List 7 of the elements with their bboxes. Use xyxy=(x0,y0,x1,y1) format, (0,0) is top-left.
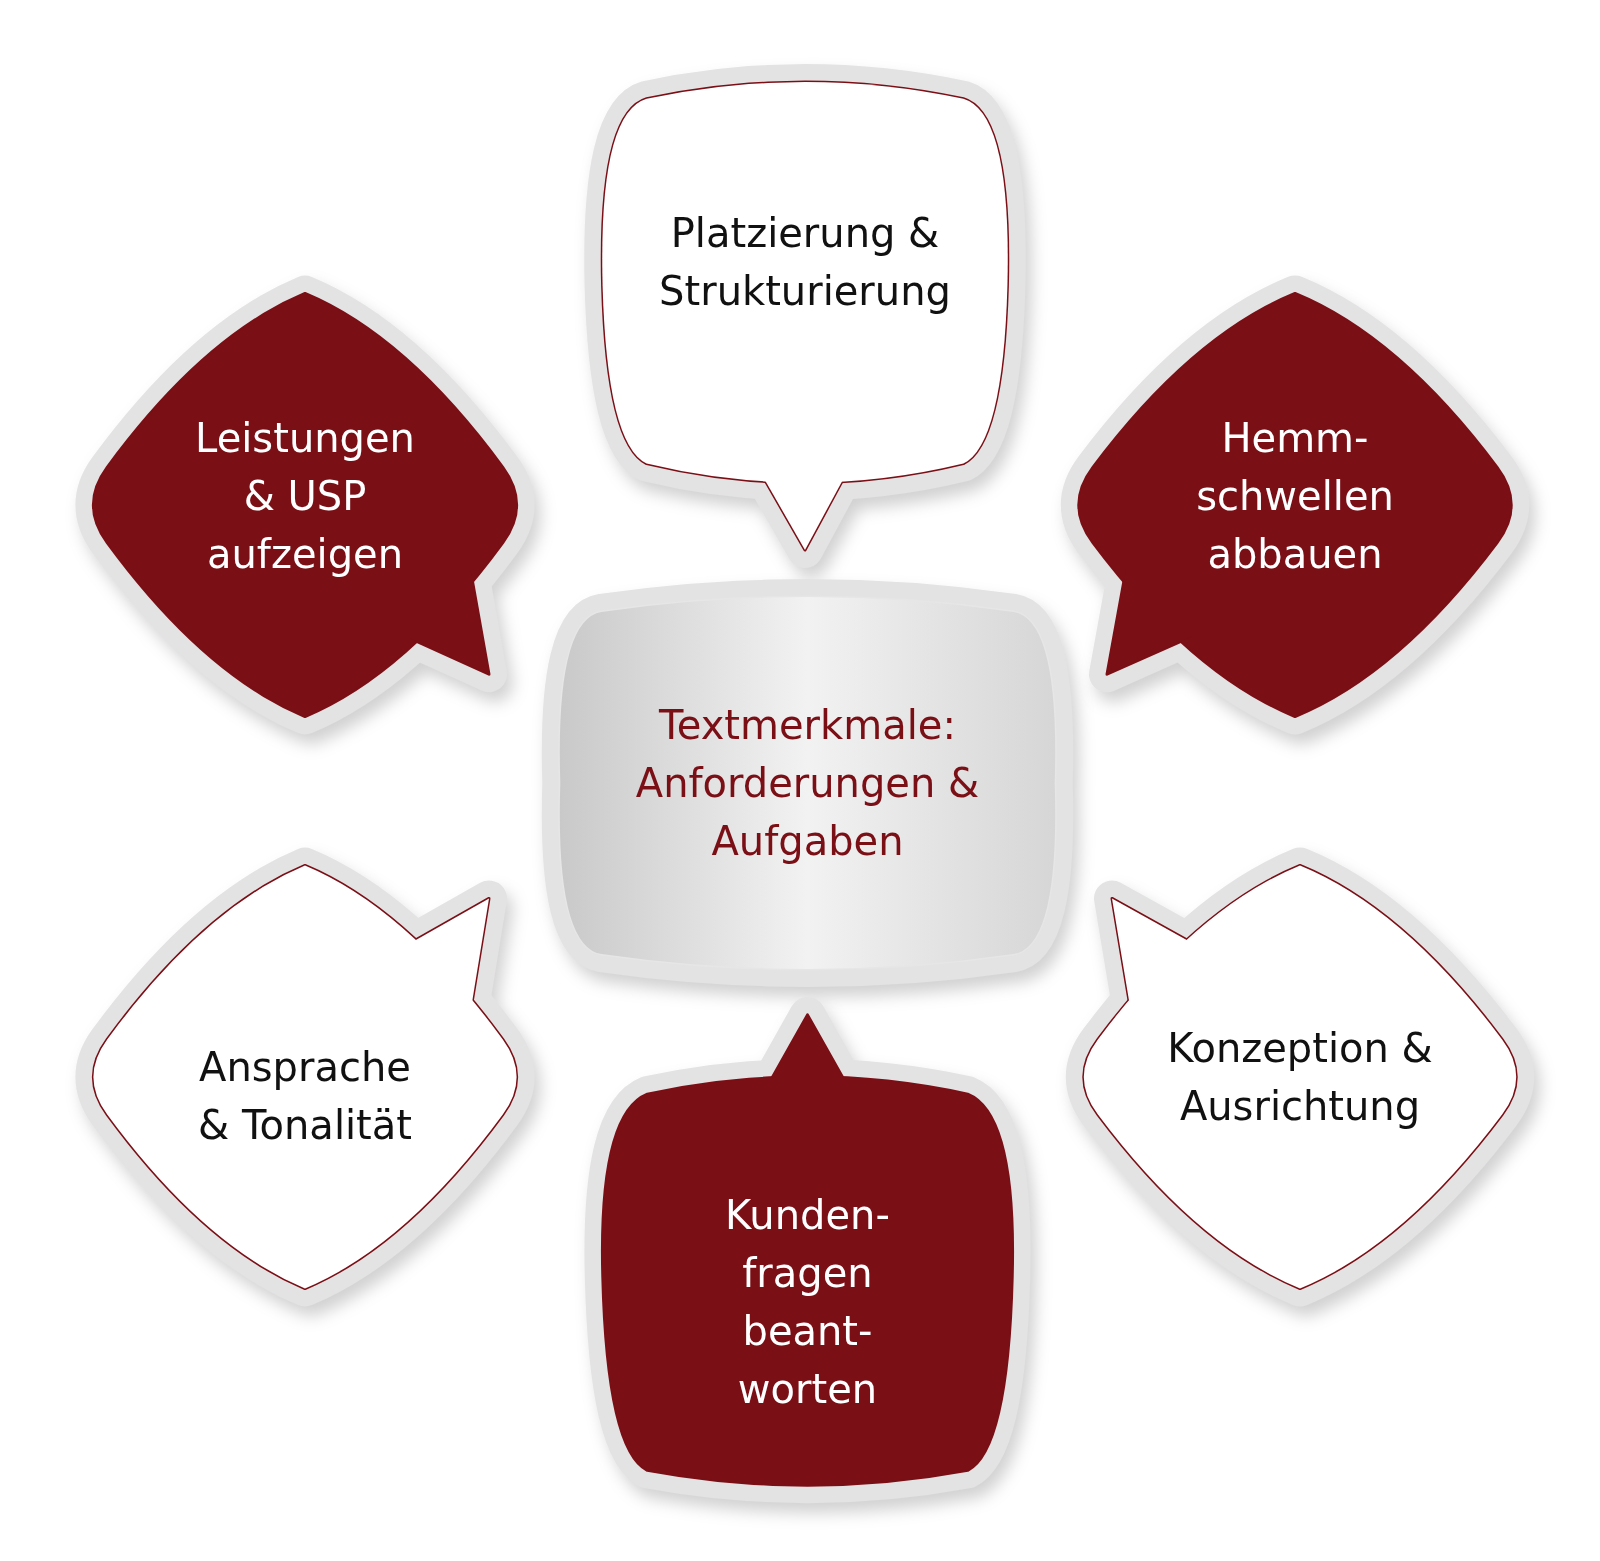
bubble-text: Textmerkmale: Anforderungen & Aufgaben xyxy=(634,701,981,866)
bubble-text: Hemm- schwellen abbauen xyxy=(1195,413,1395,579)
bubble-text: Konzeption & Ausrichtung xyxy=(1166,1024,1434,1131)
bubble-text: Kunden- fragen beant- worten xyxy=(724,1191,891,1414)
bubble-text: Leistungen & USP aufzeigen xyxy=(194,413,416,579)
bubble-text: Platzierung & Strukturierung xyxy=(658,209,952,316)
bubble-text: Ansprache & Tonalität xyxy=(197,1042,413,1150)
